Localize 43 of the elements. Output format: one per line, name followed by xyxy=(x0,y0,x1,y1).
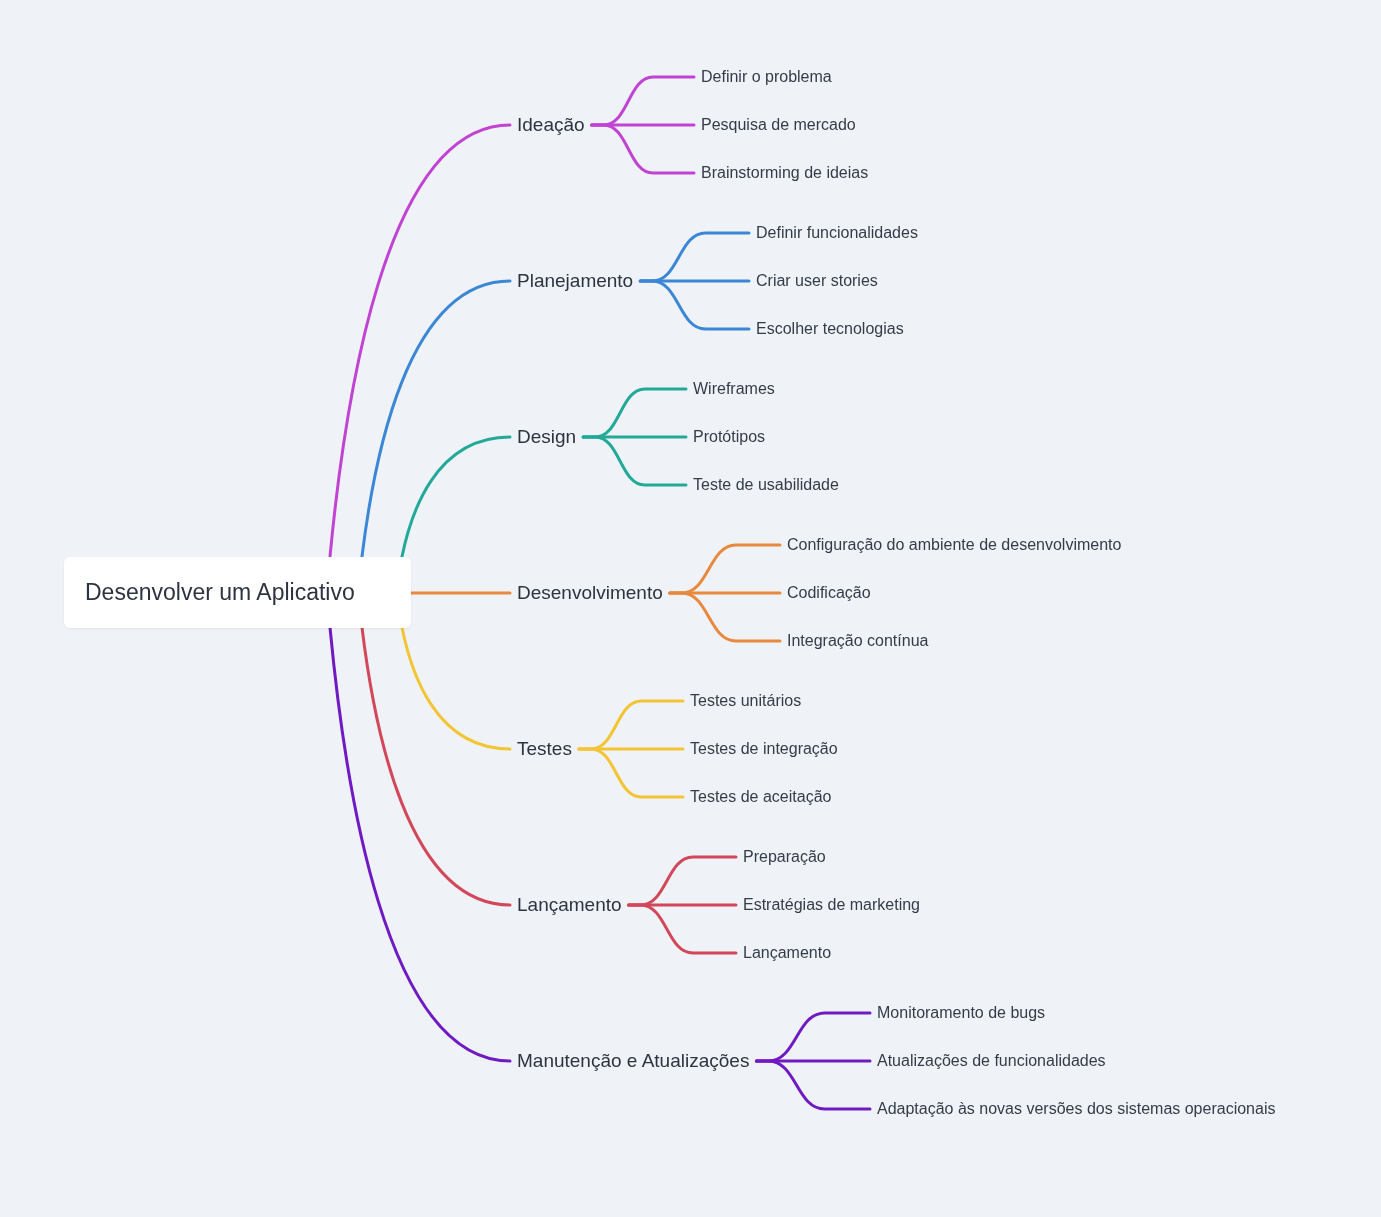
subtopic-label: Wireframes xyxy=(686,377,782,401)
topic-label: Planejamento xyxy=(510,266,641,296)
branch-connector xyxy=(590,123,696,175)
subtopic-label: Monitoramento de bugs xyxy=(870,1001,1053,1025)
subtopic-label: Teste de usabilidade xyxy=(686,473,846,497)
topic-label: Manutenção e Atualizações xyxy=(510,1046,757,1076)
branch-connector xyxy=(360,626,512,907)
branch-connector xyxy=(754,1059,872,1111)
branch-connector xyxy=(409,591,512,595)
subtopic-label: Criar user stories xyxy=(749,269,885,293)
branch-connector xyxy=(328,626,512,1063)
topic-label: Design xyxy=(510,422,584,452)
branch-connector xyxy=(360,279,512,558)
subtopic-label: Adaptação às novas versões dos sistemas operacionais xyxy=(870,1097,1283,1121)
subtopic-label: Estratégias de marketing xyxy=(736,893,927,917)
branch-connector xyxy=(627,903,738,955)
topic-label: Testes xyxy=(510,734,579,764)
subtopic-label: Testes unitários xyxy=(683,689,809,713)
subtopic-label: Escolher tecnologias xyxy=(749,317,911,341)
subtopic-label: Atualizações de funcionalidades xyxy=(870,1049,1113,1073)
branch-connector xyxy=(400,435,512,558)
subtopic-label: Protótipos xyxy=(686,425,773,449)
branch-connector xyxy=(328,123,512,558)
central-topic-box: Desenvolver um Aplicativo xyxy=(64,556,411,628)
subtopic-label: Brainstorming de ideias xyxy=(694,161,876,185)
branch-connector xyxy=(581,435,688,487)
topic-label: Ideação xyxy=(510,110,592,140)
branch-connector xyxy=(668,591,782,643)
subtopic-label: Testes de aceitação xyxy=(683,785,839,809)
subtopic-label: Codificação xyxy=(780,581,878,605)
subtopic-label: Pesquisa de mercado xyxy=(694,113,863,137)
subtopic-label: Definir funcionalidades xyxy=(749,221,925,245)
subtopic-label: Integração contínua xyxy=(780,629,936,653)
topic-label: Lançamento xyxy=(510,890,629,920)
subtopic-label: Definir o problema xyxy=(694,65,839,89)
branch-connector xyxy=(638,279,751,331)
subtopic-label: Testes de integração xyxy=(683,737,845,761)
branch-connector xyxy=(400,626,512,751)
subtopic-label: Preparação xyxy=(736,845,833,869)
subtopic-label: Lançamento xyxy=(736,941,839,965)
branch-connector xyxy=(577,747,685,799)
subtopic-label: Configuração do ambiente de desenvolvimento xyxy=(780,533,1129,557)
topic-label: Desenvolvimento xyxy=(510,578,670,608)
